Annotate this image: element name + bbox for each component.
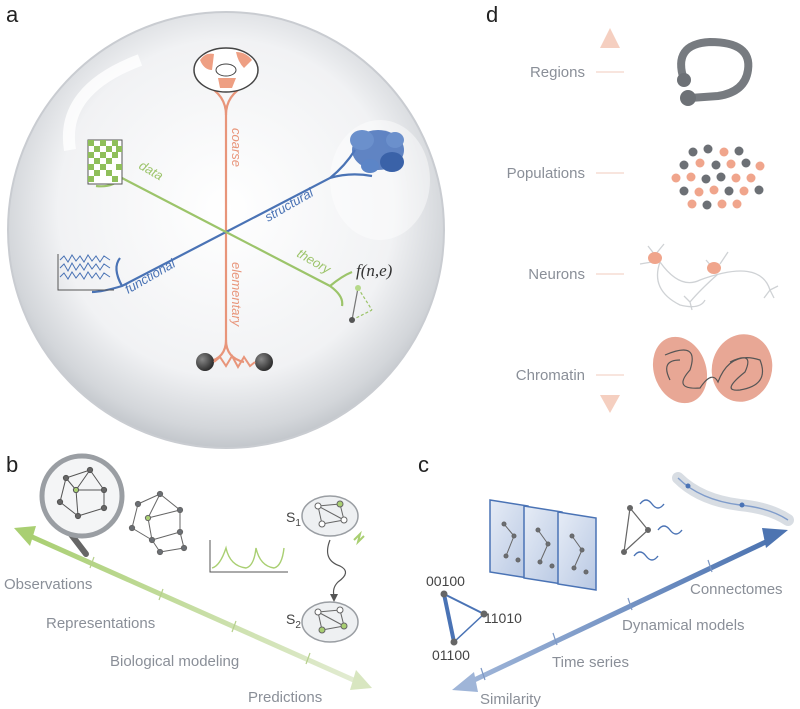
label-predictions: Predictions: [248, 689, 322, 706]
regions-tract-icon: [677, 37, 753, 106]
green-arrow: [14, 526, 372, 690]
network-3d-icon: [128, 490, 188, 556]
blue-arrow: [452, 528, 788, 692]
dynamical-model-icon: [621, 499, 683, 561]
data-matrix-icon: [87, 139, 123, 185]
label-biological-modeling: Biological modeling: [110, 653, 239, 670]
elementary-particles-icon: [196, 353, 273, 371]
timeseries-panels-icon: [489, 499, 597, 591]
green-arrow-ticks: [89, 556, 311, 665]
scale-label-neurons: Neurons: [528, 266, 585, 283]
functional-timeseries-icon: [57, 254, 114, 291]
scale-ticks: [596, 71, 624, 376]
theory-graph-icon: [349, 285, 373, 323]
label-time-series: Time series: [552, 654, 629, 671]
state-s1-icon: [301, 495, 359, 537]
populations-dots-icon: [671, 144, 765, 210]
label-coarse: coarse: [229, 128, 244, 167]
chromatin-icon: [652, 334, 773, 404]
label-elementary: elementary: [229, 262, 244, 328]
panel-letter-a: a: [6, 2, 19, 27]
bits-right: 11010: [484, 610, 522, 626]
state-s2-icon: [301, 601, 359, 643]
bits-bottom: 01100: [432, 647, 470, 663]
label-connectomes: Connectomes: [690, 581, 783, 598]
worm-connectome-icon: [672, 472, 794, 526]
panel-letter-b: b: [6, 452, 18, 477]
scale-arrow: [600, 28, 620, 413]
state-s2-label: S2: [286, 611, 301, 631]
scale-label-populations: Populations: [507, 165, 585, 182]
panel-letter-d: d: [486, 2, 498, 27]
similarity-triangle-icon: [440, 590, 488, 646]
bits-top: 00100: [426, 573, 465, 589]
spikes-plot-icon: [209, 540, 288, 573]
brain-regions-icon: [193, 47, 259, 93]
structural-brain-icon: [350, 130, 404, 173]
theory-formula: f(n,e): [356, 261, 393, 280]
label-representations: Representations: [46, 615, 155, 632]
transition-arrow-icon: [327, 530, 365, 602]
state-s1-label: S1: [286, 509, 301, 529]
scale-label-regions: Regions: [530, 64, 585, 81]
blue-arrow-ticks: [480, 559, 713, 681]
neurons-icon: [639, 243, 779, 311]
branch-theory: [225, 231, 353, 307]
magnifier-icon: [39, 453, 125, 557]
panel-letter-c: c: [418, 452, 429, 477]
sphere-highlight: [62, 54, 143, 151]
label-observations: Observations: [4, 576, 92, 593]
scale-label-chromatin: Chromatin: [516, 367, 585, 384]
label-dynamical-models: Dynamical models: [622, 617, 745, 634]
label-similarity: Similarity: [480, 691, 541, 708]
